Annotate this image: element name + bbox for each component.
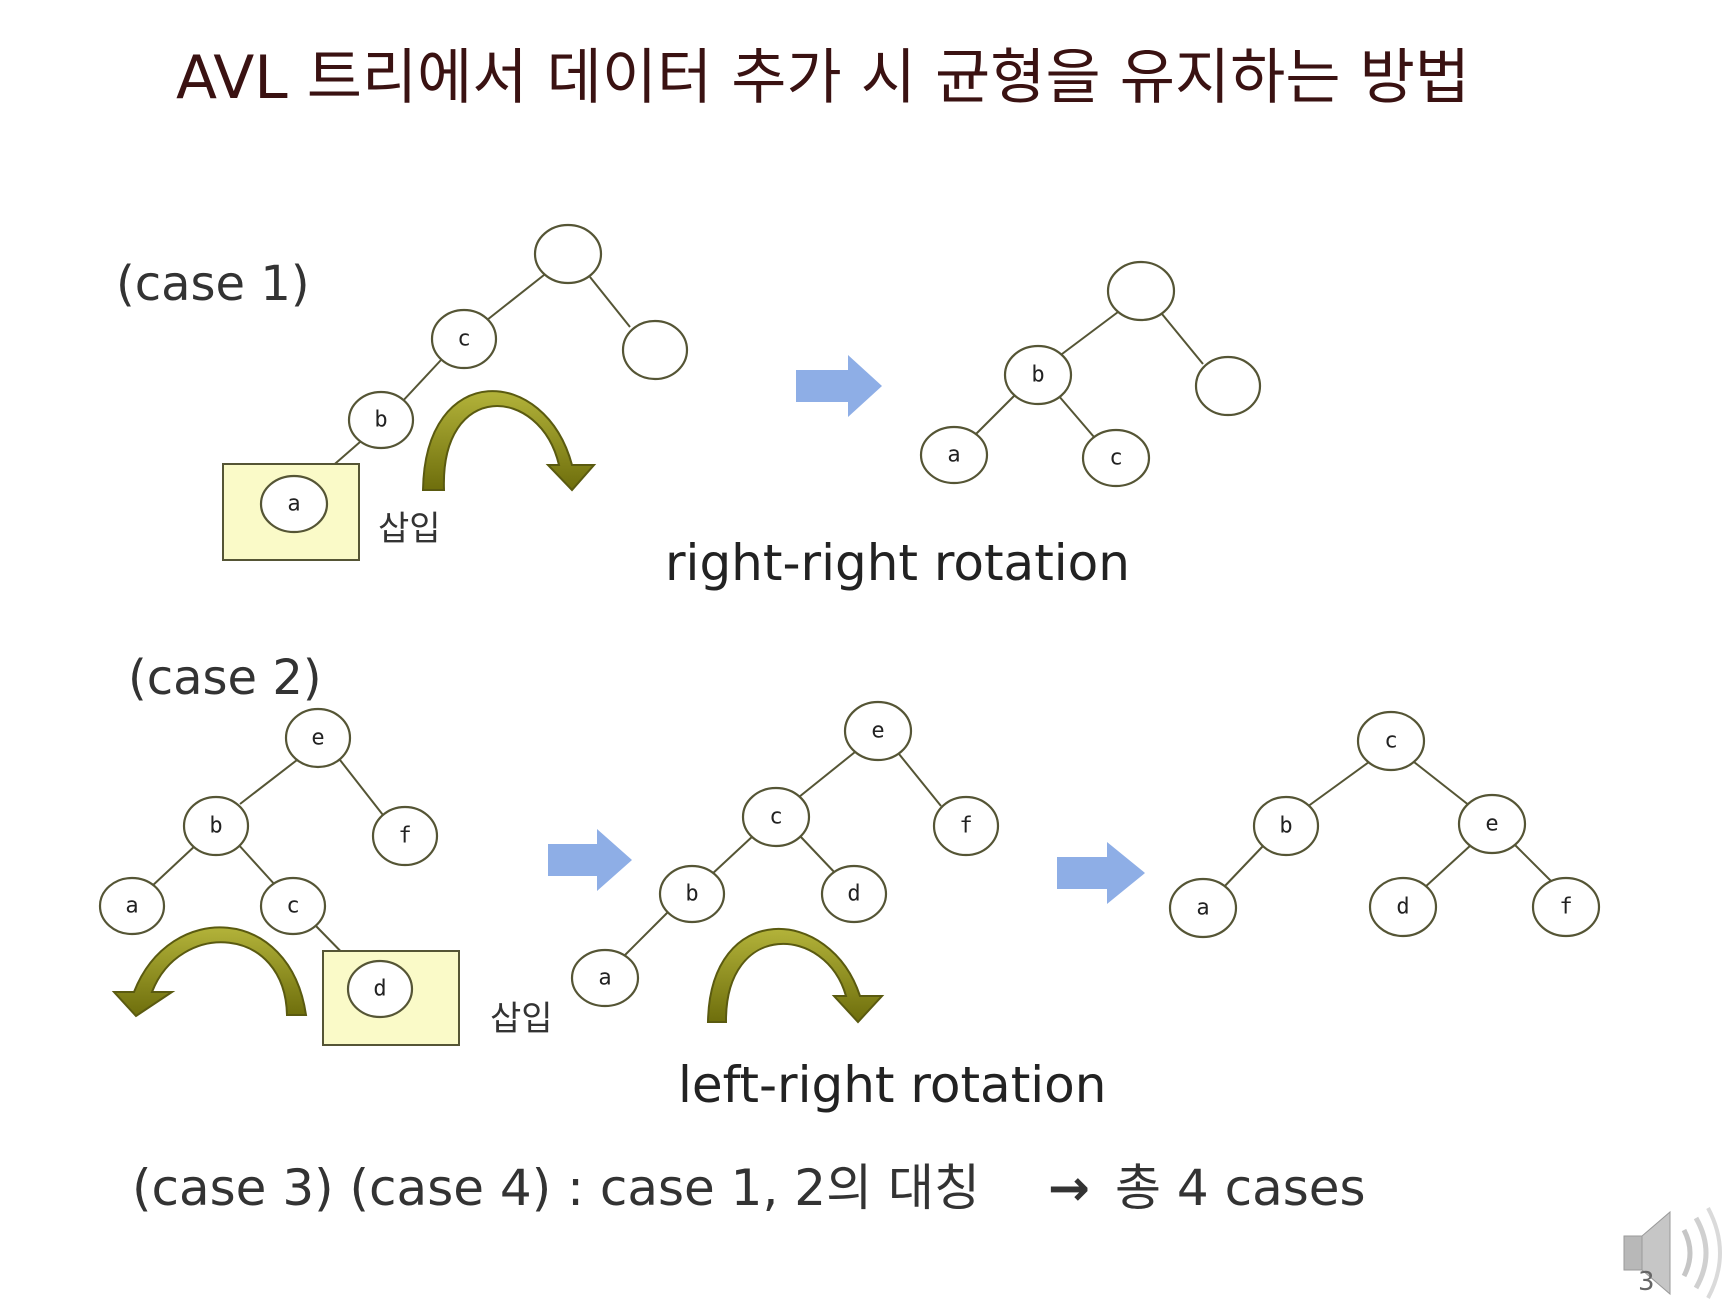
case1-rotation-label: right-right rotation <box>665 534 1130 592</box>
tree-node <box>430 308 498 370</box>
node-label: b <box>1031 363 1044 388</box>
tree-node <box>284 707 352 769</box>
curved-rotation-arrow-icon <box>706 927 885 1024</box>
page-number: 3 <box>1638 1267 1655 1297</box>
edge <box>1057 311 1119 358</box>
tree-node <box>1531 876 1601 938</box>
tree-node <box>1168 877 1238 939</box>
edge <box>1306 761 1370 808</box>
tree-node <box>1368 876 1438 938</box>
tree-node <box>658 864 726 924</box>
node-label: f <box>1559 895 1572 920</box>
tree-node <box>259 474 329 534</box>
edge <box>1057 394 1095 438</box>
case2-rotation-label: left-right rotation <box>678 1056 1106 1114</box>
right-arrow-icon <box>548 829 632 891</box>
case1-label: (case 1) <box>116 256 310 312</box>
tree-node <box>347 390 415 450</box>
tree-node <box>1081 428 1151 488</box>
insert-label: 삽입 <box>490 999 553 1039</box>
summary-arrow: → <box>1048 1159 1090 1217</box>
tree-node <box>919 425 989 485</box>
node-label: b <box>1279 814 1292 839</box>
edge <box>798 751 856 798</box>
node-label: d <box>1396 895 1409 920</box>
tree-node <box>1003 344 1073 406</box>
tree-node <box>182 795 250 857</box>
node-label: c <box>286 894 299 919</box>
node-label: b <box>374 408 387 433</box>
edge <box>150 843 198 888</box>
case1-before-tree: c b a <box>222 223 689 561</box>
node-label: c <box>1384 729 1397 754</box>
edge <box>1423 844 1472 889</box>
node-label: c <box>1109 446 1122 471</box>
node-label: d <box>373 977 386 1002</box>
node-label: e <box>311 726 324 751</box>
edge <box>898 753 942 807</box>
tree-node <box>346 959 414 1019</box>
tree-node <box>98 876 166 936</box>
node-label: c <box>769 805 782 830</box>
edge <box>589 276 631 328</box>
edge <box>339 759 384 816</box>
summary-cases: (case 3) (case 4) : case 1, 2의 대칭 <box>132 1159 980 1217</box>
summary-total: 총 4 cases <box>1115 1159 1366 1217</box>
curved-rotation-arrow-icon <box>421 390 597 492</box>
node-label: b <box>685 882 698 907</box>
tree-node <box>1194 355 1262 417</box>
tree-node <box>1356 710 1426 772</box>
tree-node <box>1106 260 1176 322</box>
right-arrow-icon <box>1057 842 1145 904</box>
tree-node <box>1252 795 1320 857</box>
insert-label: 삽입 <box>378 509 441 549</box>
edge <box>1413 761 1471 807</box>
speaker-icon[interactable] <box>1623 1207 1722 1299</box>
edge <box>799 835 838 876</box>
node-label: f <box>959 814 972 839</box>
case1-after-tree: b a c <box>919 260 1262 488</box>
node-label: a <box>598 966 611 991</box>
tree-node <box>932 795 1000 857</box>
edge <box>972 394 1016 438</box>
case2-step1-tree: e b f a c d <box>98 707 460 1046</box>
node-label: a <box>287 492 300 517</box>
slide-title: AVL 트리에서 데이터 추가 시 균형을 유지하는 방법 <box>176 43 1470 113</box>
edge <box>399 359 442 405</box>
tree-node <box>259 876 327 936</box>
node-label: e <box>871 719 884 744</box>
edge <box>486 274 545 321</box>
node-label: a <box>1196 896 1209 921</box>
node-label: f <box>398 824 411 849</box>
edge <box>236 842 277 887</box>
tree-node <box>371 805 439 867</box>
node-label: b <box>209 814 222 839</box>
tree-node <box>570 948 640 1008</box>
tree-node <box>621 319 689 381</box>
tree-node <box>741 786 811 848</box>
tree-node <box>1457 793 1527 855</box>
node-label: a <box>125 894 138 919</box>
node-label: a <box>947 443 960 468</box>
edge <box>1161 313 1204 365</box>
edge <box>710 834 755 876</box>
edge <box>239 759 298 805</box>
node-label: e <box>1485 812 1498 837</box>
tree-node <box>533 223 603 285</box>
edge <box>623 911 669 957</box>
node-label: c <box>457 327 470 352</box>
edge <box>1514 844 1558 888</box>
case2-step3-tree: c b e a d f <box>1168 710 1601 939</box>
curved-rotation-arrow-icon <box>111 926 308 1018</box>
case2-label: (case 2) <box>128 650 322 706</box>
tree-node <box>820 864 888 924</box>
tree-node <box>843 700 913 762</box>
right-arrow-icon <box>796 355 882 417</box>
edge <box>1221 845 1264 890</box>
node-label: d <box>847 882 860 907</box>
case2-step2-tree: e c f b d a <box>570 700 1000 1008</box>
